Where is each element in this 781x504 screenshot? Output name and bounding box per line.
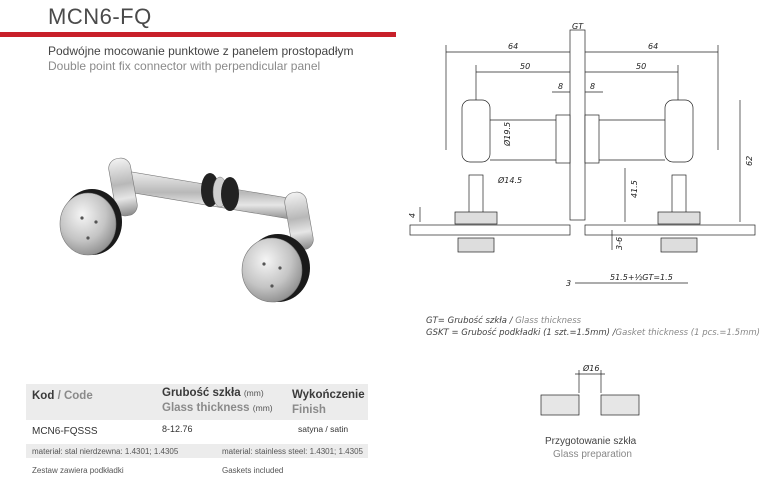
dim-8-left: 8	[558, 82, 563, 91]
row-finish: satyna / satin	[298, 424, 349, 434]
row-code: MCN6-FQSSS	[32, 426, 98, 437]
gaskets-en: Gaskets included	[222, 466, 284, 475]
legend-gskt: GSKT = Grubość podkładki (1 szt.=1.5mm) …	[426, 328, 760, 338]
material-band	[26, 444, 368, 458]
material-pl: materiał: stal nierdzewna: 1.4301; 1.430…	[32, 447, 179, 456]
subtitle-english: Double point fix connector with perpendi…	[48, 59, 321, 73]
header-glass-thickness: Grubość szkła (mm)	[162, 387, 264, 399]
dim-bottom: 51.5+½GT=1.5	[610, 273, 673, 282]
dim-64-right: 64	[648, 42, 658, 51]
accent-bar	[0, 32, 396, 37]
prep-dia-16: Ø16	[582, 363, 599, 373]
dim-50-left: 50	[520, 62, 530, 71]
gaskets-pl: Zestaw zawiera podkładki	[32, 466, 124, 475]
dim-4: 4	[408, 213, 417, 218]
header-finish-en: Finish	[292, 404, 326, 416]
product-photo	[59, 157, 314, 303]
material-en: material: stainless steel: 1.4301; 1.430…	[222, 447, 363, 456]
subtitle-polish: Podwójne mocowanie punktowe z panelem pr…	[48, 44, 354, 58]
header-code: Kod / Code	[32, 390, 93, 402]
product-title: MCN6-FQ	[48, 4, 152, 29]
dim-50-right: 50	[636, 62, 646, 71]
dim-gt: GT	[572, 22, 584, 31]
legend-gt: GT= Grubość szkła / Glass thickness	[426, 316, 582, 326]
dim-8-right: 8	[590, 82, 595, 91]
dim-dia-19-5: Ø19.5	[502, 122, 512, 147]
dim-41-5: 41.5	[630, 180, 639, 198]
dim-dia-14-5: Ø14.5	[497, 175, 522, 185]
dim-3: 3	[566, 279, 571, 288]
table-header	[26, 384, 368, 420]
dim-3-6: 3-6	[615, 237, 624, 250]
technical-drawing: 64 64 50 50 GT 8 8 Ø19.5 Ø14.5 62 41.5 4…	[408, 22, 756, 288]
glass-prep-label-pl: Przygotowanie szkła	[545, 436, 637, 447]
dim-62: 62	[745, 156, 754, 166]
header-finish: Wykończenie	[292, 389, 365, 401]
row-thickness: 8-12.76	[162, 424, 193, 434]
glass-preparation-diagram: Ø16	[540, 363, 640, 416]
dim-64-left: 64	[508, 42, 518, 51]
glass-prep-label-en: Glass preparation	[553, 449, 632, 460]
header-glass-thickness-en: Glass thickness (mm)	[162, 402, 273, 414]
